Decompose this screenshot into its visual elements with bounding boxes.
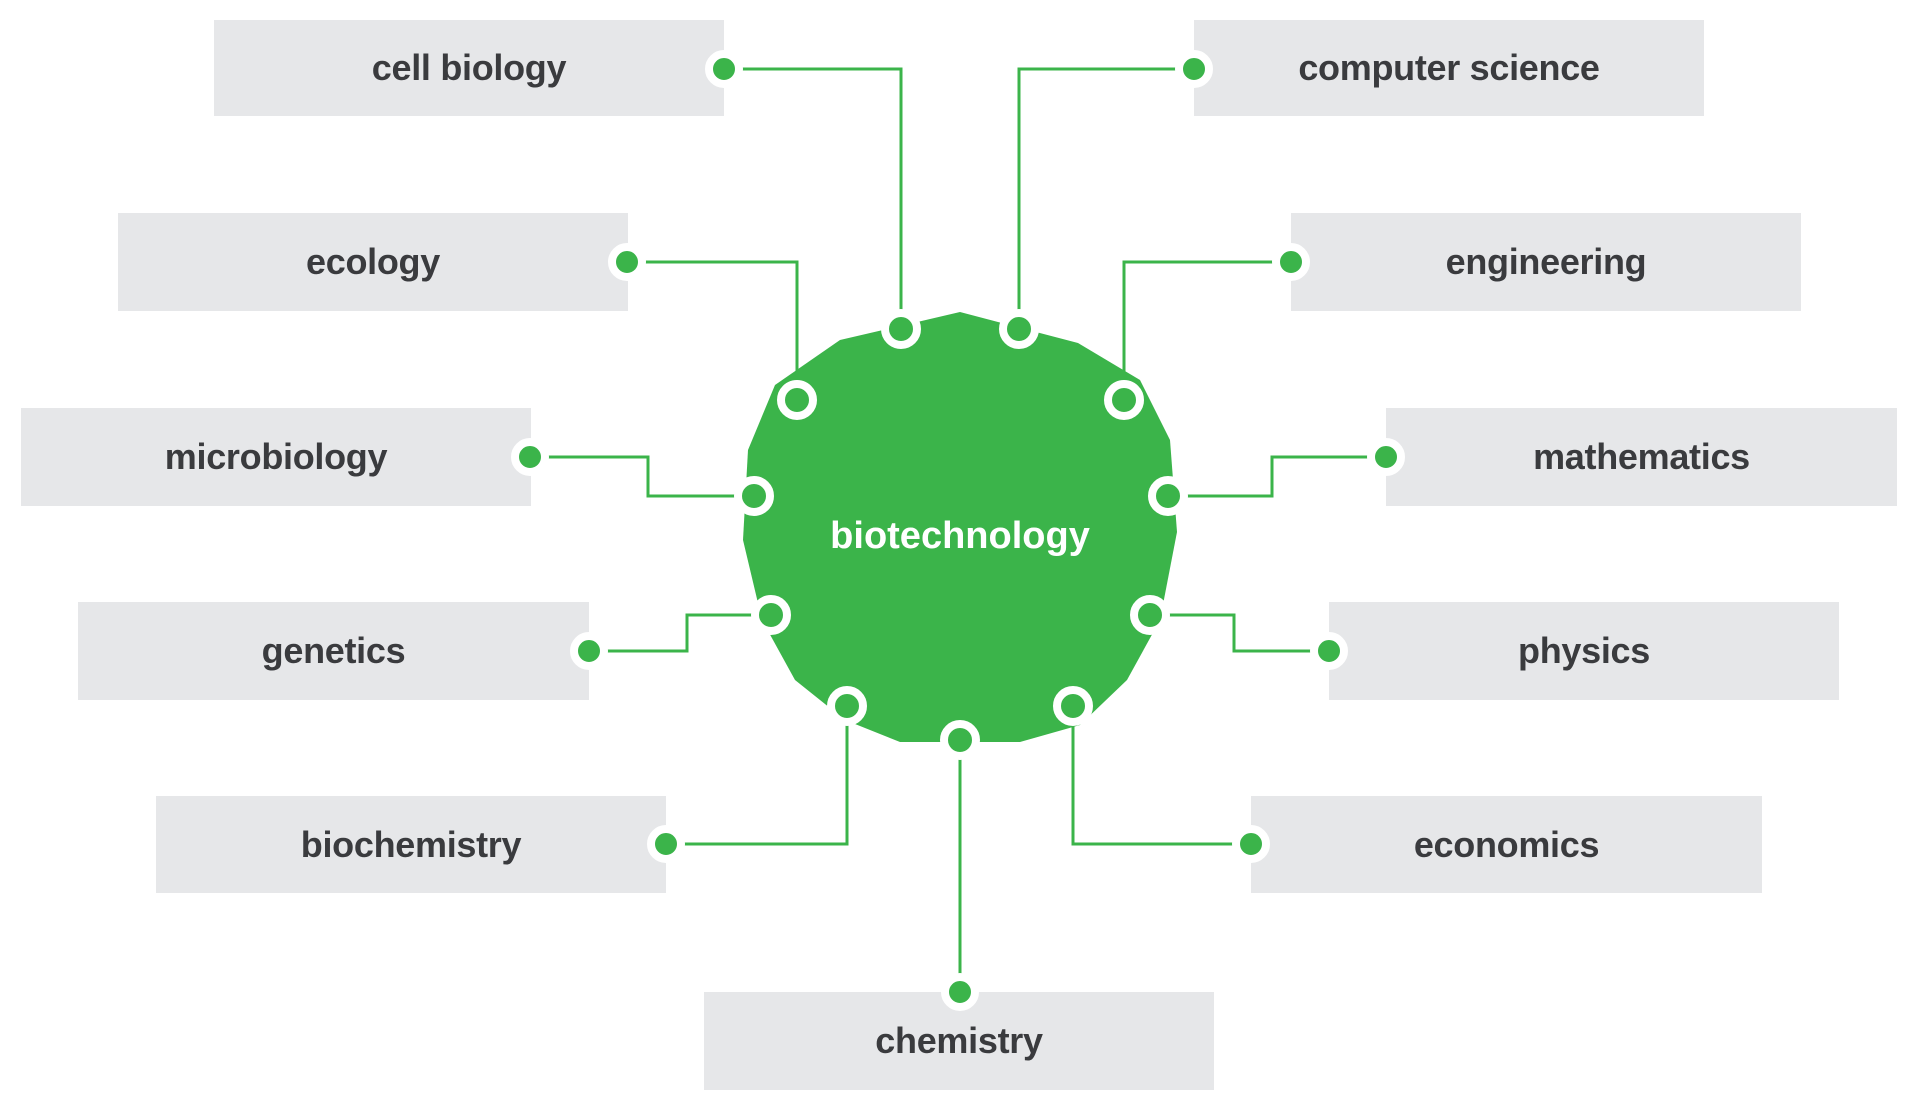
connector-ecology <box>627 260 799 400</box>
node-mathematics: mathematics <box>1386 408 1897 506</box>
center-shape <box>743 312 1177 742</box>
node-microbiology: microbiology <box>21 408 531 506</box>
connector-economics <box>1071 706 1251 846</box>
node-label: biochemistry <box>300 823 522 865</box>
node-label: chemistry <box>875 1020 1043 1061</box>
node-label: computer science <box>1298 47 1600 88</box>
connector-computer-science <box>1017 67 1194 329</box>
connector-genetics <box>589 613 771 653</box>
dot-icon <box>1130 595 1170 635</box>
node-biochemistry: biochemistry <box>156 796 666 893</box>
dot-icon <box>881 309 921 349</box>
dot-icon <box>1148 476 1188 516</box>
dot-icon <box>940 720 980 760</box>
node-economics: economics <box>1251 796 1762 893</box>
node-engineering: engineering <box>1291 213 1801 311</box>
connector-microbiology <box>530 455 754 498</box>
dot-icon <box>1053 686 1093 726</box>
dot-icon <box>777 380 817 420</box>
center-label: biotechnology <box>830 515 1090 557</box>
node-label: mathematics <box>1533 436 1750 477</box>
connector-engineering <box>1122 260 1291 400</box>
node-label: engineering <box>1445 241 1647 282</box>
node-computer-science: computer science <box>1194 20 1704 116</box>
node-label: ecology <box>306 241 440 282</box>
dot-icon <box>734 476 774 516</box>
dot-icon <box>1104 380 1144 420</box>
dot-icon <box>999 309 1039 349</box>
connector-biochemistry <box>666 706 849 846</box>
node-chemistry: chemistry <box>704 992 1214 1090</box>
node-label: physics <box>1518 630 1650 671</box>
node-ecology: ecology <box>118 213 628 311</box>
node-cell-biology: cell biology <box>214 20 724 116</box>
node-genetics: genetics <box>78 602 589 700</box>
node-label: microbiology <box>164 436 388 477</box>
node-label: economics <box>1413 823 1600 865</box>
connector-mathematics <box>1168 455 1386 498</box>
node-label: cell biology <box>371 47 567 88</box>
node-physics: physics <box>1329 602 1839 700</box>
node-label: genetics <box>261 630 406 671</box>
connector-physics <box>1150 613 1329 653</box>
dot-icon <box>751 595 791 635</box>
dot-icon <box>827 686 867 726</box>
connector-cell-biology <box>724 67 903 329</box>
